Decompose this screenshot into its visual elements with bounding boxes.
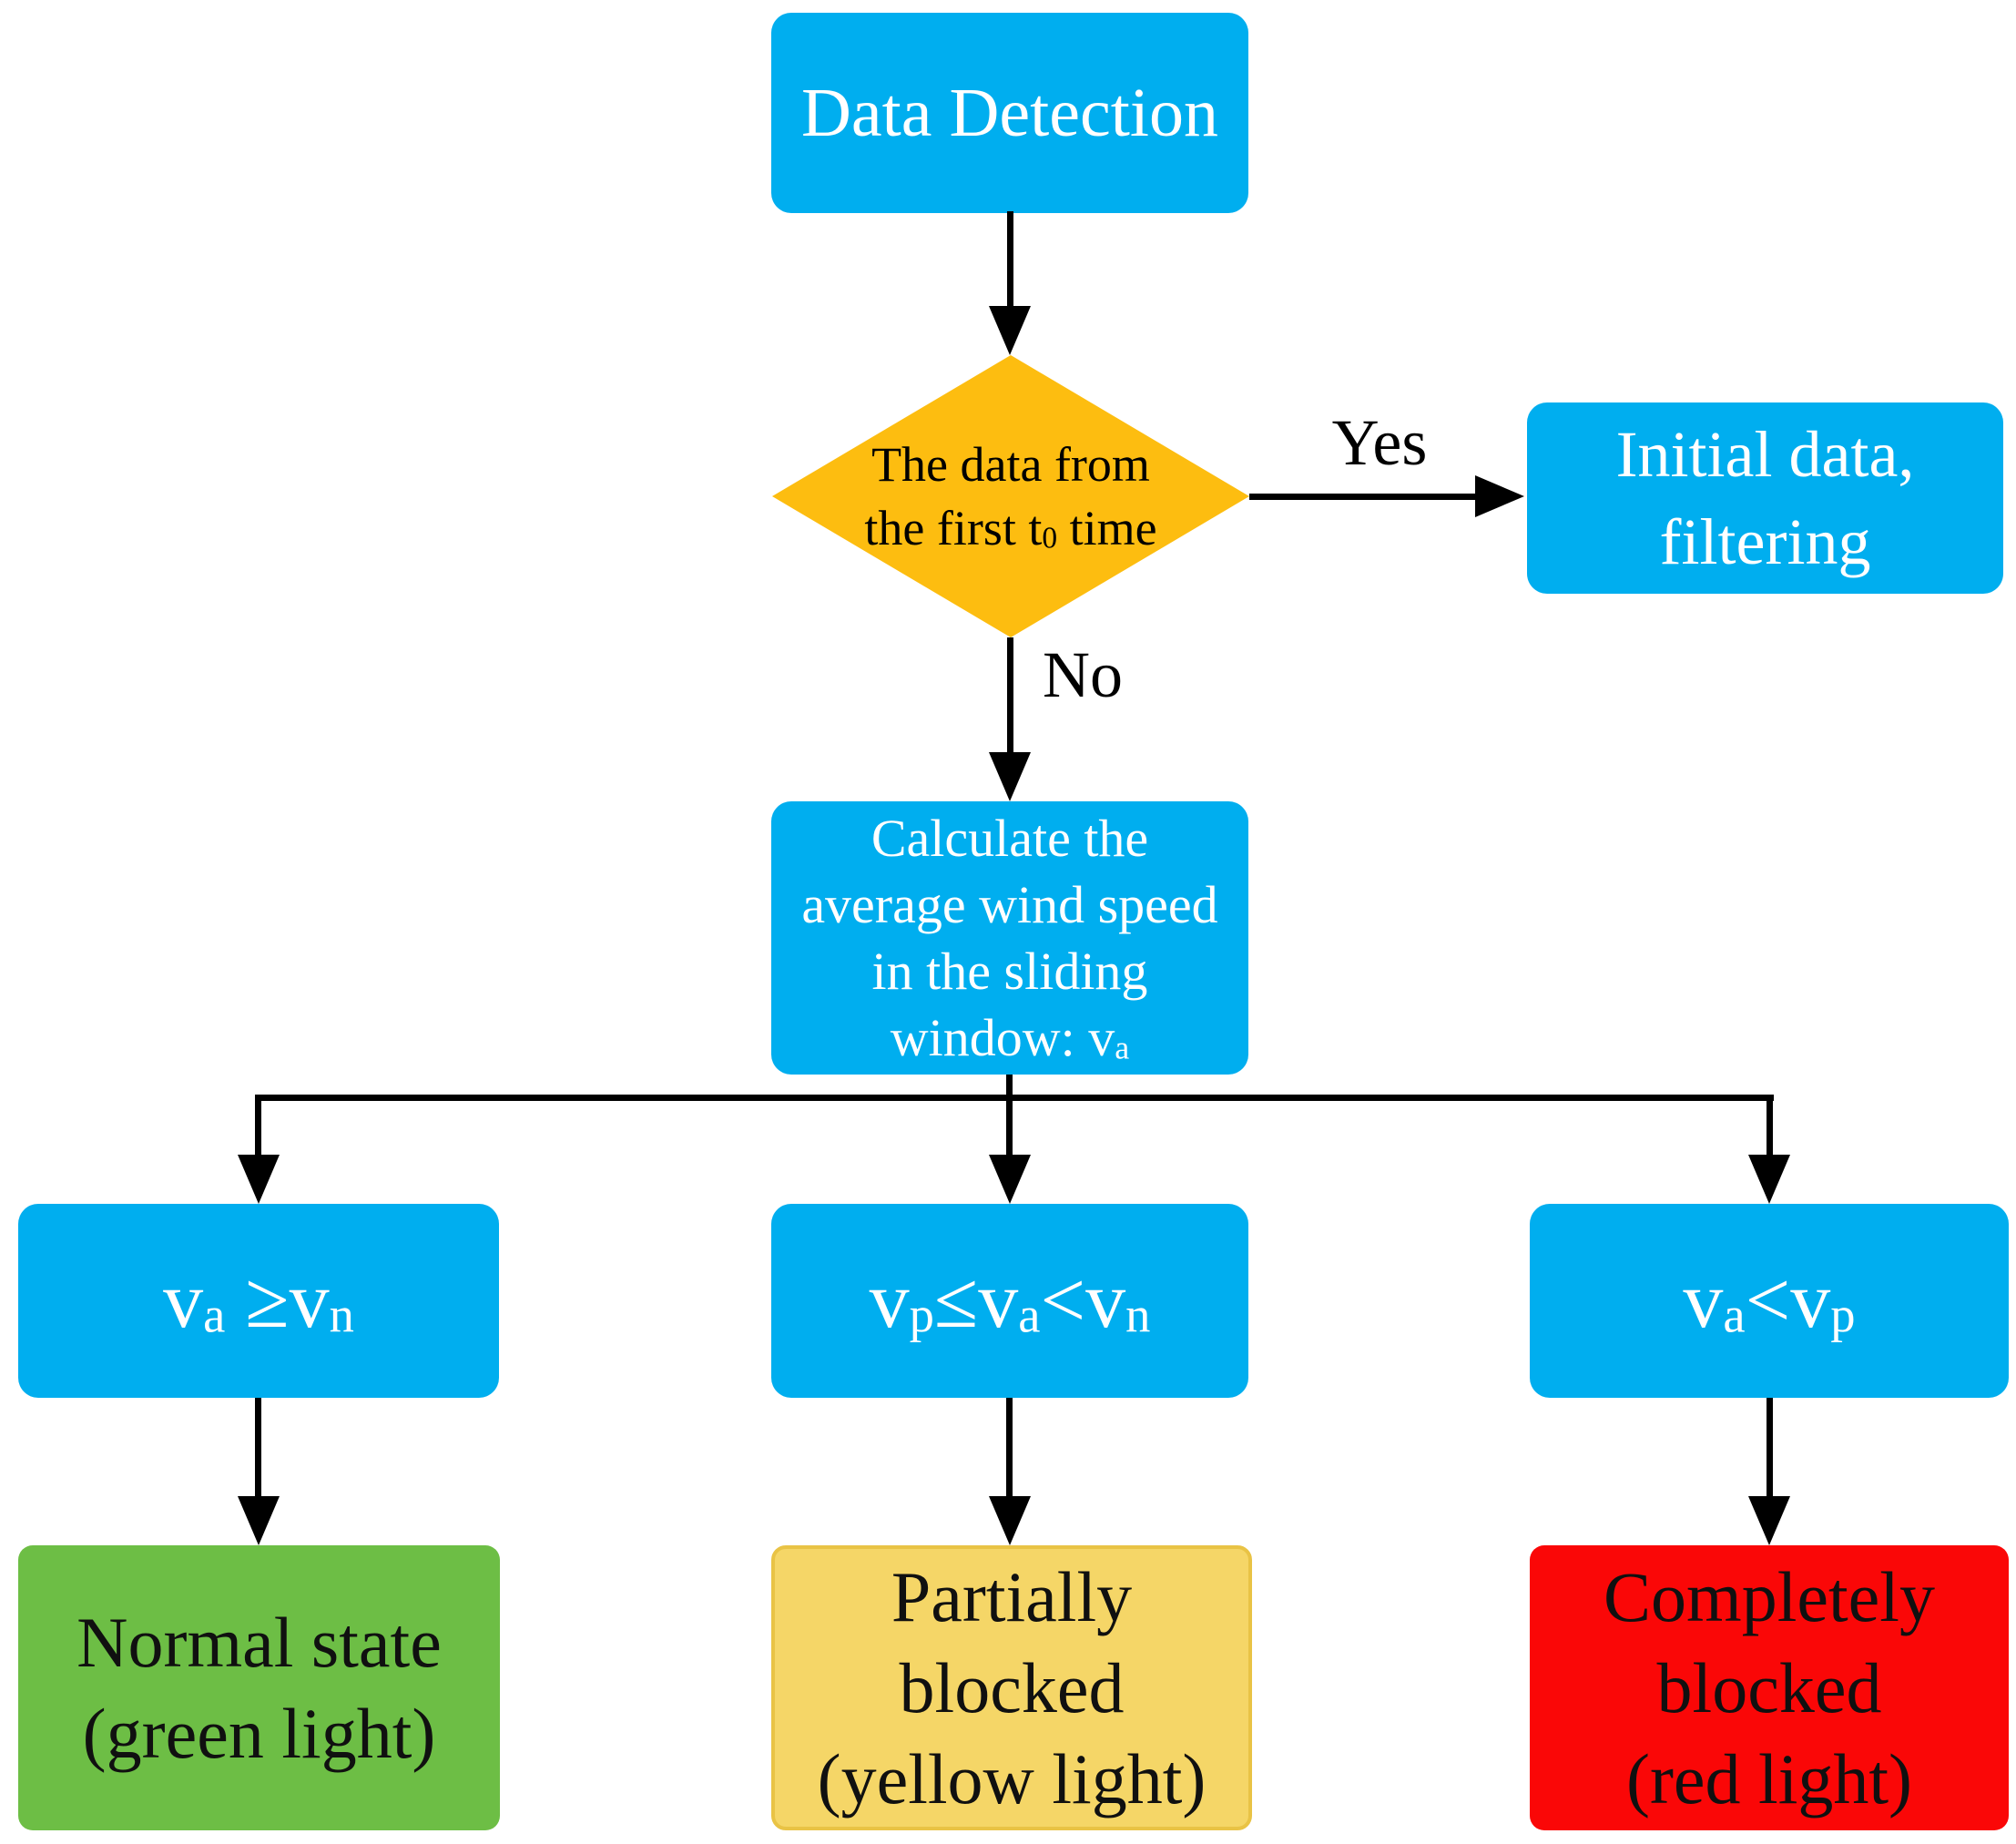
condition-term: v bbox=[1683, 1257, 1724, 1345]
condition-operator: < bbox=[1040, 1257, 1086, 1345]
arrowhead-middle-result bbox=[989, 1496, 1031, 1545]
arrowhead-branch-right bbox=[1748, 1155, 1790, 1204]
connector-branch-left bbox=[255, 1095, 261, 1158]
condition-term: v bbox=[978, 1257, 1019, 1345]
node-condition-va-ge-vn: va ≥vn bbox=[18, 1204, 499, 1398]
initial-line-2: filtering bbox=[1659, 505, 1871, 578]
node-data-detection-label: Data Detection bbox=[801, 74, 1218, 151]
condition-expression-right: va<vp bbox=[1683, 1255, 1855, 1347]
calculate-line-3: in the sliding bbox=[871, 942, 1148, 1001]
node-result-completely-blocked: Completely blocked (red light) bbox=[1530, 1545, 2009, 1830]
node-decision-first-t0: The data from the first t0 time bbox=[772, 355, 1249, 637]
decision-text: the first t bbox=[864, 501, 1043, 555]
calculate-text: window: v bbox=[890, 1008, 1115, 1067]
result-line: blocked bbox=[899, 1647, 1125, 1727]
connector-middle-result bbox=[1006, 1398, 1013, 1500]
condition-term: v bbox=[163, 1257, 204, 1345]
calculate-line-2: average wind speed bbox=[801, 875, 1218, 934]
arrowhead-decision-initial bbox=[1475, 475, 1524, 517]
node-condition-vp-le-va-lt-vn: vp≤va<vn bbox=[771, 1204, 1248, 1398]
node-result-normal-state: Normal state (green light) bbox=[18, 1545, 500, 1830]
result-line: (green light) bbox=[82, 1693, 436, 1773]
connector-left-result bbox=[255, 1398, 261, 1500]
arrowhead-branch-left bbox=[238, 1155, 280, 1204]
arrowhead-right-result bbox=[1748, 1496, 1790, 1545]
decision-text: The data from bbox=[871, 437, 1150, 492]
condition-term: v bbox=[289, 1257, 330, 1345]
arrowhead-decision-calculate bbox=[989, 752, 1031, 801]
node-calculate-average-wind-speed: Calculate the average wind speed in the … bbox=[771, 801, 1248, 1075]
decision-line-2: the first t0 time bbox=[864, 496, 1156, 560]
calculate-subscript: a bbox=[1115, 1029, 1130, 1066]
decision-line-1: The data from bbox=[871, 433, 1150, 496]
decision-text: time bbox=[1057, 501, 1157, 555]
edge-label-no: No bbox=[1043, 638, 1123, 711]
connector-decision-calculate bbox=[1007, 637, 1013, 754]
result-line: blocked bbox=[1656, 1647, 1882, 1727]
node-result-partially-blocked: Partially blocked (yellow light) bbox=[771, 1545, 1252, 1830]
condition-subscript: n bbox=[1125, 1287, 1151, 1343]
connector-branch-middle bbox=[1006, 1095, 1013, 1158]
condition-term: v bbox=[869, 1257, 910, 1345]
node-data-detection: Data Detection bbox=[771, 13, 1248, 213]
edge-label-yes: Yes bbox=[1331, 406, 1428, 479]
initial-line-1: Initial data, bbox=[1615, 418, 1915, 491]
condition-term: v bbox=[1085, 1257, 1126, 1345]
result-line: Completely bbox=[1604, 1556, 1935, 1636]
decision-subscript: 0 bbox=[1042, 521, 1058, 555]
node-condition-va-lt-vp: va<vp bbox=[1530, 1204, 2009, 1398]
result-line: Normal state bbox=[76, 1602, 442, 1682]
condition-subscript: a bbox=[1723, 1287, 1746, 1343]
condition-subscript: a bbox=[203, 1287, 226, 1343]
arrowhead-start-decision bbox=[989, 306, 1031, 355]
condition-operator: < bbox=[1745, 1257, 1791, 1345]
connector-decision-initial bbox=[1249, 494, 1477, 500]
calculate-line-1: Calculate the bbox=[871, 809, 1149, 868]
condition-operator: ≥ bbox=[225, 1257, 290, 1345]
connector-calculate-stem bbox=[1006, 1075, 1013, 1101]
connector-branch-line bbox=[256, 1095, 1774, 1101]
arrowhead-left-result bbox=[238, 1496, 280, 1545]
node-initial-data-filtering: Initial data, filtering bbox=[1527, 402, 2003, 594]
arrowhead-branch-middle bbox=[989, 1155, 1031, 1204]
condition-subscript: p bbox=[1830, 1287, 1856, 1343]
condition-subscript: n bbox=[329, 1287, 354, 1343]
result-line: (yellow light) bbox=[817, 1738, 1207, 1819]
calculate-line-4: window: va bbox=[891, 1004, 1129, 1071]
condition-expression-middle: vp≤va<vn bbox=[870, 1255, 1151, 1347]
condition-expression-left: va ≥vn bbox=[163, 1255, 354, 1347]
condition-term: v bbox=[1790, 1257, 1831, 1345]
result-line: Partially bbox=[891, 1556, 1133, 1636]
connector-start-decision bbox=[1007, 211, 1013, 308]
condition-operator: ≤ bbox=[933, 1257, 979, 1345]
result-line: (red light) bbox=[1625, 1738, 1913, 1819]
connector-right-result bbox=[1767, 1398, 1773, 1500]
connector-branch-right bbox=[1767, 1095, 1773, 1158]
condition-subscript: a bbox=[1018, 1287, 1041, 1343]
condition-subscript: p bbox=[909, 1287, 934, 1343]
